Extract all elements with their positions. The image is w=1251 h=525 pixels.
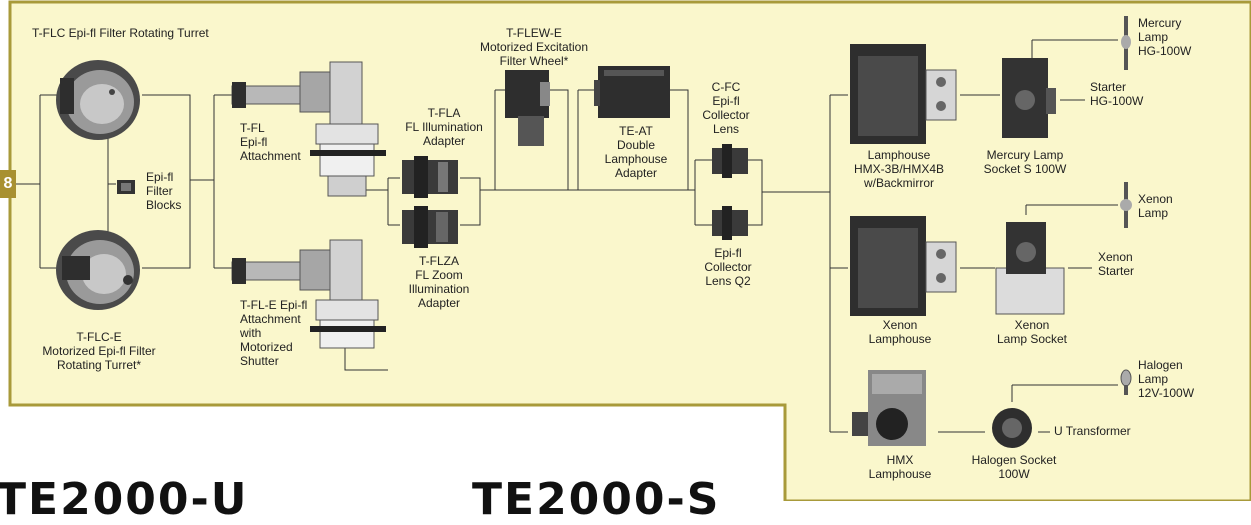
section-number-badge: 8 [0, 170, 16, 198]
q2-device [712, 206, 748, 240]
u-transformer-label: U Transformer [1054, 424, 1131, 438]
cfc-device [712, 144, 748, 178]
brand-title-right: TE2000-S [472, 478, 720, 522]
turret-device [56, 60, 140, 140]
teat-device [594, 66, 670, 118]
turret-label: T-FLC Epi-fl Filter Rotating Turret [32, 26, 209, 40]
tfla-device [402, 156, 458, 198]
filter-block-device [117, 180, 135, 194]
mercury-socket-device [1002, 58, 1056, 138]
tflza-device [402, 206, 458, 248]
halogen-socket-device [992, 408, 1032, 448]
turret-motor-device [56, 230, 140, 310]
brand-title-left: TE2000-U [0, 478, 249, 522]
